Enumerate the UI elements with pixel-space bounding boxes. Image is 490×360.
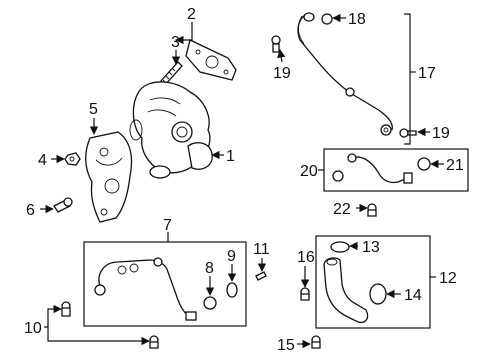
oil-return-tube-part[interactable] — [332, 153, 413, 184]
callout-12: 12 — [439, 270, 457, 287]
callout-20: 20 — [300, 163, 318, 180]
bolt-22-part[interactable] — [367, 203, 377, 217]
bolt-16-part[interactable] — [300, 287, 310, 301]
callout-22: 22 — [333, 201, 351, 218]
bolt-15-part[interactable] — [311, 335, 321, 349]
callout-7: 7 — [163, 217, 172, 234]
water-pipe-part[interactable] — [323, 257, 369, 324]
callout-18: 18 — [348, 11, 366, 28]
callout-11: 11 — [253, 241, 270, 258]
oring-14-part[interactable] — [369, 283, 387, 305]
oil-feed-tube-part[interactable] — [297, 13, 393, 136]
bolt-11-part[interactable] — [255, 271, 267, 281]
bolt-19b-part[interactable] — [399, 128, 417, 138]
oring-9-part[interactable] — [226, 282, 238, 298]
callout-5: 5 — [89, 101, 98, 118]
bolt-10b-part[interactable] — [149, 335, 159, 349]
bolt-19a-part[interactable] — [271, 35, 281, 53]
bolt-10a-part[interactable] — [61, 301, 71, 317]
bolt-6-part[interactable] — [53, 197, 73, 213]
callout-9: 9 — [227, 248, 236, 265]
oring-18-part[interactable] — [303, 12, 333, 25]
callout-6: 6 — [26, 202, 35, 219]
callout-13: 13 — [362, 239, 380, 256]
turbocharger-part[interactable] — [129, 81, 213, 179]
callout-1: 1 — [226, 148, 235, 165]
oring-13-part[interactable] — [330, 241, 350, 253]
coolant-pipe-part[interactable] — [94, 257, 197, 321]
heat-shield-part[interactable] — [85, 131, 133, 223]
callout-16: 16 — [297, 249, 315, 266]
callout-19-bottom: 19 — [432, 125, 450, 142]
callout-2: 2 — [187, 6, 196, 23]
callout-10: 10 — [24, 320, 42, 337]
callout-19-top: 19 — [273, 65, 291, 82]
oring-8-part[interactable] — [203, 296, 217, 310]
callout-14: 14 — [404, 287, 422, 304]
callout-4: 4 — [38, 152, 47, 169]
callout-21: 21 — [446, 157, 464, 174]
nut-part[interactable] — [64, 152, 81, 166]
gasket-part[interactable] — [185, 39, 237, 81]
coolant-pipe-box — [83, 241, 247, 327]
callout-17: 17 — [418, 65, 436, 82]
callout-3: 3 — [171, 34, 180, 51]
callout-15: 15 — [277, 337, 295, 354]
water-pipe-box — [315, 235, 431, 329]
oring-21-part[interactable] — [417, 157, 431, 171]
callout-8: 8 — [205, 260, 214, 277]
